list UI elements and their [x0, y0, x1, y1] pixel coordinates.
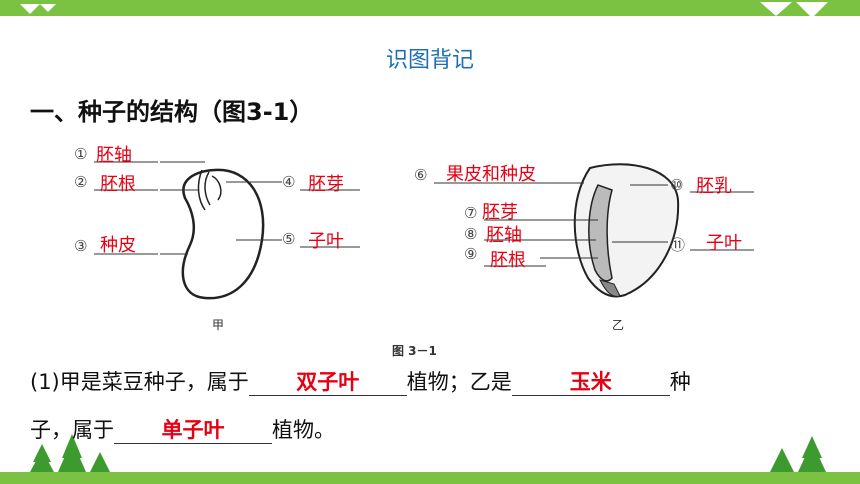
- bean-label-cotyledon: 子叶: [308, 231, 344, 252]
- bean-num-4: ④: [282, 173, 296, 191]
- bean-caption: 甲: [212, 318, 225, 332]
- bean-seed-drawing: [181, 168, 265, 300]
- corn-num-7: ⑦: [464, 204, 478, 222]
- question-text-2: 植物；乙是: [406, 370, 512, 394]
- answer-blank-2: 玉米: [511, 369, 670, 396]
- corn-label-hypocotyl: 胚轴: [486, 225, 522, 246]
- top-decor-bar: [0, 0, 860, 16]
- corn-label-radicle: 胚根: [490, 250, 526, 271]
- corn-num-9: ⑨: [464, 245, 478, 263]
- bean-leader-lines: [160, 161, 282, 255]
- corn-num-11: ⑪: [670, 236, 686, 254]
- bean-label-seed-coat: 种皮: [100, 235, 136, 256]
- question-line-2: 子，属于单子叶植物。: [30, 414, 335, 444]
- corn-label-plumule: 胚芽: [482, 202, 518, 223]
- question-line-1: (1)甲是菜豆种子，属于双子叶植物；乙是玉米种: [30, 366, 691, 396]
- corn-num-10: ⑩: [670, 176, 684, 194]
- bean-num-1: ①: [74, 145, 88, 163]
- bean-num-5: ⑤: [282, 230, 296, 248]
- page-title: 识图背记: [385, 48, 474, 73]
- label-underlines: [94, 161, 754, 267]
- top-triangle-decor: [20, 2, 828, 18]
- question-text-1: (1)甲是菜豆种子，属于: [30, 370, 249, 394]
- tree-icons: [30, 434, 826, 472]
- section-heading: 一、种子的结构（图3-1）: [30, 98, 314, 126]
- question-text-3: 种: [669, 370, 691, 394]
- corn-label-cotyledon: 子叶: [706, 233, 742, 254]
- corn-label-pericarp-seed-coat: 果皮和种皮: [446, 164, 536, 185]
- answer-blank-3: 单子叶: [114, 417, 272, 444]
- answer-blank-1: 双子叶: [248, 369, 407, 396]
- bean-num-2: ②: [74, 173, 88, 191]
- bean-label-hypocotyl: 胚轴: [96, 145, 132, 166]
- corn-num-8: ⑧: [464, 225, 478, 243]
- corn-num-6: ⑥: [414, 166, 428, 184]
- corn-caption: 乙: [612, 318, 625, 332]
- corn-seed-drawing: [573, 163, 680, 298]
- question-text-5: 植物。: [272, 418, 335, 442]
- bean-label-radicle: 胚根: [100, 174, 136, 195]
- question-text-4: 子，属于: [30, 418, 114, 442]
- corn-label-endosperm: 胚乳: [696, 176, 732, 197]
- bottom-grass: [0, 472, 860, 484]
- bean-label-plumule: 胚芽: [308, 174, 344, 195]
- figure-caption: 图 3－1: [392, 344, 437, 358]
- bean-num-3: ③: [74, 237, 88, 255]
